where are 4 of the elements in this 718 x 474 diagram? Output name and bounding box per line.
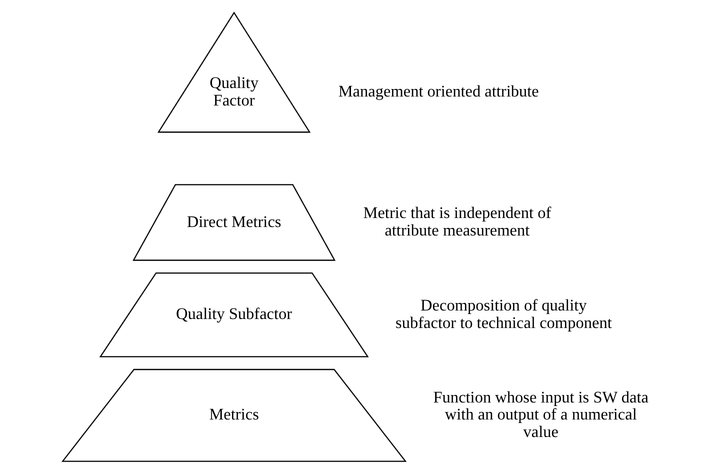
node-label: Decomposition of quality subfactor to technical component [396, 296, 612, 332]
node-label: Metric that is independent of attribute measurement [363, 204, 552, 240]
node-label: Management oriented attribute [338, 82, 539, 101]
node-label: Function whose input is SW data with an output of a numerical value [433, 388, 648, 442]
